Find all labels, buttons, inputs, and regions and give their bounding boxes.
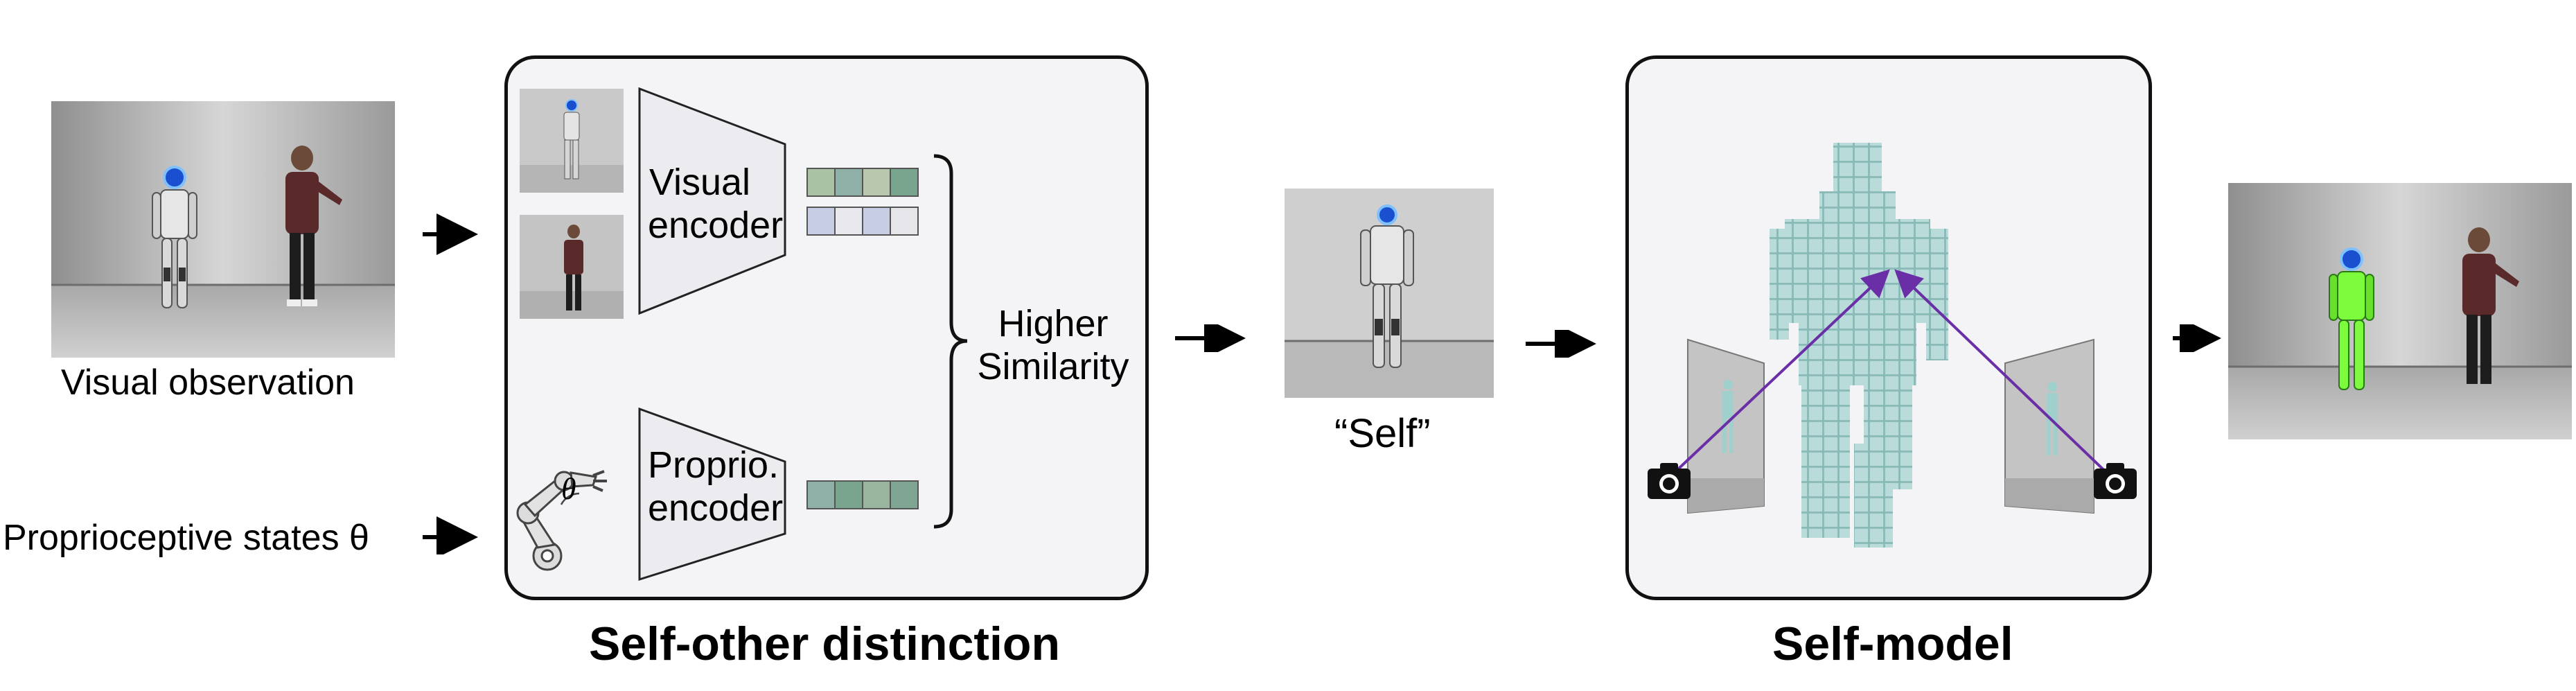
right-camera-ray — [1894, 269, 2115, 481]
arrows-left — [423, 213, 478, 554]
robot-figure — [152, 166, 197, 308]
encoder-diagram — [516, 87, 968, 581]
output-person-figure — [2462, 227, 2519, 384]
visual-feature-row-1 — [806, 168, 919, 197]
self-other-distinction-title: Self-other distinction — [589, 618, 1060, 670]
person-figure — [285, 146, 342, 306]
output-highlighted-photo — [2228, 183, 2572, 439]
similarity-line2: Similarity — [977, 346, 1129, 388]
proprio-feature-row — [806, 480, 919, 509]
similarity-line1: Higher — [998, 303, 1109, 344]
right-camera-icon — [2094, 463, 2137, 499]
robot-arm-icon — [516, 470, 607, 571]
visual-observation-label: Visual observation — [61, 362, 355, 403]
person-crop-thumbnail — [520, 215, 624, 319]
self-label: “Self” — [1334, 411, 1431, 456]
proprioceptive-states-label: Proprioceptive states θ — [3, 518, 369, 558]
proprio-encoder-line2: encoder — [648, 487, 784, 530]
left-camera-ray — [1666, 269, 1890, 481]
left-camera-icon — [1648, 463, 1691, 499]
visual-encoder-line2: encoder — [648, 204, 784, 247]
visual-encoder-label: Visual encoder — [648, 161, 784, 247]
higher-similarity-label: Higher Similarity — [963, 302, 1143, 388]
visual-feature-row-2 — [806, 207, 919, 236]
highlighted-robot — [2329, 247, 2374, 390]
left-camera-view — [1687, 338, 1765, 514]
self-model-scene — [1648, 143, 2137, 548]
arrow-to-self-model — [1526, 330, 1596, 358]
proprio-encoder-line1: Proprio. — [648, 444, 779, 486]
proprio-encoder-shape — [638, 407, 786, 581]
similarity-brace — [933, 154, 968, 529]
robot-crop-thumbnail — [520, 89, 624, 193]
arrow-to-output — [2173, 324, 2221, 352]
visual-encoder-shape — [638, 87, 786, 315]
self-model-title: Self-model — [1772, 618, 2013, 670]
proprio-encoder-label: Proprio. encoder — [648, 444, 784, 530]
arrow-to-self — [1175, 324, 1246, 352]
right-camera-view — [2004, 338, 2094, 514]
voxel-robot-model — [1770, 143, 1948, 548]
theta-symbol: θ — [561, 472, 576, 506]
self-robot-photo — [1285, 189, 1494, 398]
visual-observation-photo — [51, 101, 395, 358]
visual-encoder-line1: Visual — [649, 161, 751, 203]
